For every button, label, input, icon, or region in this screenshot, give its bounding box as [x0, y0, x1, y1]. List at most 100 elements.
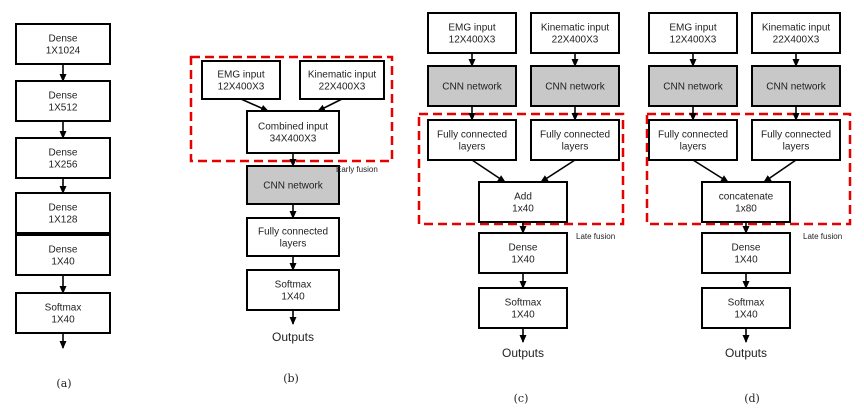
- layer-label: layers: [459, 142, 486, 153]
- layer-label: Dense: [49, 148, 78, 159]
- layer-label: CNN network: [442, 82, 502, 93]
- layer-label: Add: [514, 192, 532, 203]
- fusion-region-border: [189, 55, 394, 163]
- layer-label: Kinematic input: [308, 70, 377, 81]
- fusion-caption: Early fusion: [336, 165, 378, 174]
- layer-label: Dense: [732, 243, 761, 254]
- layer-label: 1X256: [49, 160, 78, 171]
- fusion-caption: Late fusion: [576, 232, 615, 241]
- layer-label: 1X1024: [46, 46, 81, 57]
- layer-label: 22X400X3: [319, 82, 366, 93]
- layer-label: 12X400X3: [449, 35, 496, 46]
- flow-arrow: [540, 159, 576, 183]
- layer-label: EMG input: [669, 23, 716, 34]
- outputs-label: Outputs: [725, 346, 767, 360]
- layer-label: 1X40: [511, 310, 535, 321]
- layer-box: [751, 12, 841, 54]
- layer-box: [478, 232, 568, 274]
- layer-label: CNN network: [766, 82, 826, 93]
- layer-box: [15, 292, 111, 334]
- layer-label: Combined input: [258, 122, 328, 133]
- panel-label: (b): [283, 372, 299, 385]
- layer-label: 1X128: [49, 215, 78, 226]
- layer-box: [701, 232, 791, 274]
- panel-label: (c): [514, 392, 529, 405]
- flow-arrow: [317, 98, 343, 112]
- cnn-network-box: [246, 165, 340, 205]
- layer-box: [246, 110, 340, 154]
- flow-arrow: [471, 159, 506, 183]
- layer-box: [15, 23, 111, 65]
- layer-box: [751, 119, 841, 161]
- layer-label: Dense: [509, 243, 538, 254]
- layer-box: [299, 60, 385, 100]
- layer-label: Dense: [49, 203, 78, 214]
- layer-box: [15, 192, 111, 234]
- layer-box: [530, 12, 620, 54]
- panel-label: (d): [744, 392, 760, 405]
- layer-label: layers: [783, 142, 810, 153]
- flow-arrow: [763, 159, 797, 183]
- layer-label: 12X400X3: [670, 35, 717, 46]
- layer-label: Softmax: [275, 280, 312, 291]
- layer-label: 22X400X3: [773, 35, 820, 46]
- layer-label: Dense: [49, 34, 78, 45]
- layer-label: CNN network: [263, 181, 323, 192]
- layer-label: 1x80: [735, 204, 757, 215]
- layer-box: [15, 234, 111, 276]
- layer-label: Fully connected: [437, 130, 507, 141]
- layer-label: Softmax: [505, 298, 542, 309]
- layer-box: [427, 119, 517, 161]
- layer-box: [701, 287, 791, 329]
- layer-label: Kinematic input: [762, 23, 831, 34]
- layer-box: [427, 12, 517, 54]
- fusion-region-border: [645, 112, 852, 226]
- layer-box: [701, 181, 791, 223]
- layer-box: [530, 119, 620, 161]
- cnn-network-box: [530, 65, 620, 107]
- layer-label: EMG input: [448, 23, 495, 34]
- layer-label: 1X40: [51, 315, 75, 326]
- layer-label: 1X512: [49, 103, 78, 114]
- layer-label: EMG input: [217, 70, 264, 81]
- layer-label: layers: [680, 142, 707, 153]
- layer-box: [201, 60, 281, 100]
- layer-label: layers: [562, 142, 589, 153]
- outputs-label: Outputs: [272, 330, 314, 344]
- layer-label: Kinematic input: [541, 23, 610, 34]
- layer-label: concatenate: [719, 192, 774, 203]
- layer-label: CNN network: [545, 82, 605, 93]
- layer-label: 1X40: [51, 257, 75, 268]
- flow-arrow: [240, 98, 269, 112]
- cnn-network-box: [751, 65, 841, 107]
- layer-label: Dense: [49, 91, 78, 102]
- cnn-network-box: [648, 65, 738, 107]
- panel-label: (a): [56, 377, 71, 390]
- fusion-region-border: [417, 112, 625, 226]
- layer-box: [478, 287, 568, 329]
- layer-label: 34X400X3: [270, 134, 317, 145]
- layer-box: [15, 137, 111, 179]
- layer-box: [246, 269, 340, 311]
- layer-label: 1X40: [511, 255, 535, 266]
- layer-label: Dense: [49, 245, 78, 256]
- layer-label: layers: [280, 239, 307, 250]
- flow-arrow: [692, 159, 729, 183]
- layer-label: 22X400X3: [552, 35, 599, 46]
- outputs-label: Outputs: [502, 346, 544, 360]
- layer-box: [246, 217, 340, 257]
- fusion-caption: Late fusion: [803, 232, 842, 241]
- layer-label: Fully connected: [258, 227, 328, 238]
- layer-label: 1X40: [281, 292, 305, 303]
- layer-label: Fully connected: [658, 130, 728, 141]
- cnn-network-box: [427, 65, 517, 107]
- layer-box: [648, 12, 738, 54]
- layer-box: [648, 119, 738, 161]
- layer-label: 12X400X3: [218, 82, 265, 93]
- layer-label: 1x40: [512, 204, 534, 215]
- layer-label: Fully connected: [761, 130, 831, 141]
- layer-box: [15, 80, 111, 122]
- layer-label: Softmax: [728, 298, 765, 309]
- layer-label: 1X40: [734, 255, 758, 266]
